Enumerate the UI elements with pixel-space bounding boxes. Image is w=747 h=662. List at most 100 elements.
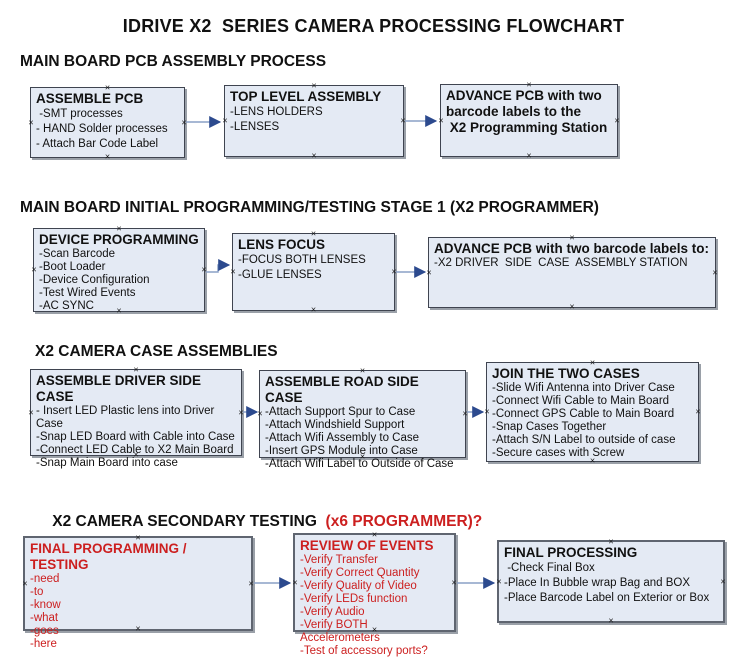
box-line: -Test of accessory ports?: [300, 645, 428, 657]
box-line: -Verify Quality of Video: [300, 580, 417, 592]
connection-handle-right[interactable]: ×: [462, 408, 468, 419]
connection-handle-bottom[interactable]: ×: [133, 449, 139, 460]
box-line: -goes: [30, 625, 59, 637]
connection-handle-bottom[interactable]: ×: [104, 151, 111, 162]
box-line: -to: [30, 586, 44, 598]
box-line: -Device Configuration: [39, 274, 150, 286]
connection-handle-top[interactable]: ×: [359, 365, 366, 376]
box-line: - Attach Bar Code Label: [36, 138, 159, 150]
box-title: ASSEMBLE PCB: [36, 91, 144, 106]
box-line: -Attach Wifi Label to Outside of Case: [265, 458, 454, 470]
box-assemble-road-side-case[interactable]: ASSEMBLE ROAD SIDE CASE -Attach Support …: [257, 365, 468, 470]
connection-handle-left[interactable]: ×: [22, 578, 28, 588]
connection-handle-right[interactable]: ×: [238, 407, 244, 417]
box-line: -Check Final Box: [504, 562, 595, 574]
connection-handle-top[interactable]: ×: [116, 223, 122, 234]
box-review-of-events[interactable]: REVIEW OF EVENTS -Verify Transfer -Verif…: [292, 529, 457, 657]
connection-handle-top[interactable]: ×: [608, 536, 614, 547]
box-title: ADVANCE PCB with two barcode labels to:: [434, 241, 710, 256]
box-advance-pcb-programming-station[interactable]: ADVANCE PCB with two barcode labels to t…: [438, 79, 620, 160]
connection-handle-left[interactable]: ×: [230, 266, 236, 277]
connection-handle-left[interactable]: ×: [28, 117, 34, 127]
connection-handle-bottom[interactable]: ×: [310, 304, 317, 315]
connection-handle-left[interactable]: ×: [257, 408, 263, 419]
box-assemble-driver-side-case[interactable]: ASSEMBLE DRIVER SIDE CASE - Insert LED P…: [28, 364, 244, 469]
box-line: -Verify Transfer: [300, 554, 378, 566]
box-line: -Verify Audio: [300, 606, 365, 618]
connection-handle-right[interactable]: ×: [451, 577, 457, 587]
box-line: -Verify BOTH Accelerometers: [300, 619, 380, 644]
connection-handle-bottom[interactable]: ×: [589, 455, 596, 466]
box-line: -Attach Support Spur to Case: [265, 406, 416, 418]
box-title: FINAL PROGRAMMING / TESTING: [30, 541, 191, 572]
connection-handle-left[interactable]: ×: [496, 576, 502, 586]
connection-handle-left[interactable]: ×: [292, 577, 298, 587]
connection-handle-top[interactable]: ×: [569, 232, 575, 243]
box-line: -Snap Main Board into case: [36, 457, 178, 469]
connection-handle-left[interactable]: ×: [31, 264, 37, 275]
connection-handle-right[interactable]: ×: [248, 578, 254, 588]
section-heading-pcb-assembly: MAIN BOARD PCB ASSEMBLY PROCESS: [20, 53, 327, 70]
box-assemble-pcb[interactable]: ASSEMBLE PCB -SMT processes - HAND Solde…: [28, 82, 187, 161]
box-title: LENS FOCUS: [238, 237, 326, 252]
box-line: -Verify Correct Quantity: [300, 567, 420, 579]
connection-handle-right[interactable]: ×: [201, 264, 207, 275]
box-device-programming[interactable]: DEVICE PROGRAMMING -Scan Barcode -Boot L…: [31, 223, 207, 315]
box-line: -Snap Cases Together: [492, 421, 607, 433]
box-line: -Verify LEDs function: [300, 593, 408, 605]
box-line: -know: [30, 599, 61, 611]
box-advance-pcb-driver-side[interactable]: ADVANCE PCB with two barcode labels to: …: [426, 232, 718, 311]
connection-handle-right[interactable]: ×: [181, 117, 187, 127]
connection-handle-top[interactable]: ×: [589, 357, 596, 368]
box-join-the-two-cases[interactable]: JOIN THE TWO CASES -Slide Wifi Antenna i…: [484, 357, 701, 465]
box-lens-focus[interactable]: LENS FOCUS -FOCUS BOTH LENSES -GLUE LENS…: [230, 228, 397, 314]
box-title: JOIN THE TWO CASES: [492, 366, 640, 381]
connection-handle-left[interactable]: ×: [222, 115, 228, 126]
connection-handle-bottom[interactable]: ×: [526, 150, 532, 161]
box-title: ASSEMBLE DRIVER SIDE CASE: [36, 373, 205, 404]
section-heading-case-assemblies: X2 CAMERA CASE ASSEMBLIES: [35, 343, 278, 360]
connection-handle-top[interactable]: ×: [526, 79, 532, 90]
connection-handle-right[interactable]: ×: [614, 115, 620, 125]
section-heading-initial-programming: MAIN BOARD INITIAL PROGRAMMING/TESTING S…: [20, 199, 599, 216]
connection-handle-bottom[interactable]: ×: [116, 305, 122, 316]
connection-handle-top[interactable]: ×: [311, 80, 317, 91]
box-title: FINAL PROCESSING: [504, 545, 638, 560]
connection-handle-bottom[interactable]: ×: [359, 451, 366, 462]
connection-handle-right[interactable]: ×: [391, 266, 397, 277]
connection-handle-bottom[interactable]: ×: [371, 624, 378, 635]
connection-handle-bottom[interactable]: ×: [135, 623, 141, 634]
connection-handle-bottom[interactable]: ×: [311, 150, 317, 161]
box-title: ADVANCE PCB with two: [446, 88, 602, 103]
box-line: -GLUE LENSES: [238, 269, 322, 281]
box-final-processing[interactable]: FINAL PROCESSING -Check Final Box -Place…: [496, 536, 726, 626]
box-line: - Insert LED Plastic lens into Driver Ca…: [36, 405, 218, 430]
connection-handle-top[interactable]: ×: [310, 228, 317, 239]
connection-handle-left[interactable]: ×: [28, 407, 34, 417]
box-line: -need: [30, 573, 60, 585]
connection-handle-top[interactable]: ×: [133, 364, 139, 375]
box-line: -Insert GPS Module into Case: [265, 445, 418, 457]
box-top-level-assembly[interactable]: TOP LEVEL ASSEMBLY -LENS HOLDERS -LENSES…: [222, 80, 406, 160]
connection-handle-left[interactable]: ×: [438, 115, 444, 125]
connection-handle-bottom[interactable]: ×: [608, 615, 614, 626]
connection-handle-top[interactable]: ×: [135, 532, 141, 543]
connection-handle-right[interactable]: ×: [720, 576, 726, 586]
connection-handle-left[interactable]: ×: [426, 267, 432, 277]
connection-handle-top[interactable]: ×: [371, 529, 378, 540]
box-line: -Boot Loader: [39, 261, 106, 273]
connection-handle-right[interactable]: ×: [695, 406, 701, 417]
connection-handle-left[interactable]: ×: [484, 406, 490, 417]
box-line: -Attach S/N Label to outside of case: [492, 434, 676, 446]
box-line: -Scan Barcode: [39, 248, 116, 260]
box-line: barcode labels to the: [446, 104, 582, 119]
connection-handle-right[interactable]: ×: [712, 267, 718, 277]
box-final-programming-testing[interactable]: FINAL PROGRAMMING / TESTING -need -to -k…: [22, 532, 254, 650]
connection-handle-right[interactable]: ×: [400, 115, 406, 126]
box-title: TOP LEVEL ASSEMBLY: [230, 89, 382, 104]
connection-handle-bottom[interactable]: ×: [569, 301, 575, 312]
section-heading-secondary-testing: X2 CAMERA SECONDARY TESTING (x6 PROGRAMM…: [35, 495, 482, 549]
box-line: X2 Programming Station: [446, 120, 608, 135]
box-line: -Attach Windshield Support: [265, 419, 405, 431]
connection-handle-top[interactable]: ×: [104, 82, 111, 93]
